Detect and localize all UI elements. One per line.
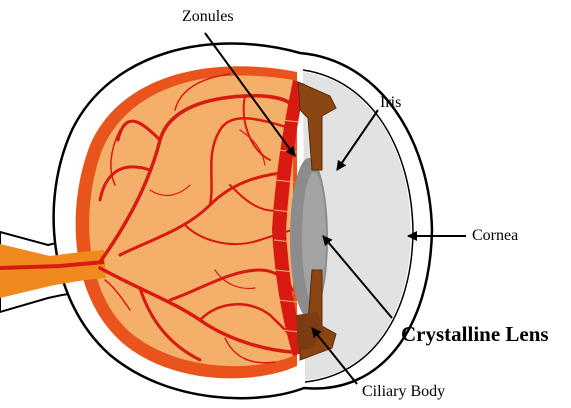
ciliary-body-label: Ciliary Body [362,384,445,400]
iris-label: Iris [380,95,401,111]
cornea-label: Cornea [472,228,518,244]
crystalline-lens-label: Crystalline Lens [401,324,549,345]
zonules-label: Zonules [182,9,234,25]
